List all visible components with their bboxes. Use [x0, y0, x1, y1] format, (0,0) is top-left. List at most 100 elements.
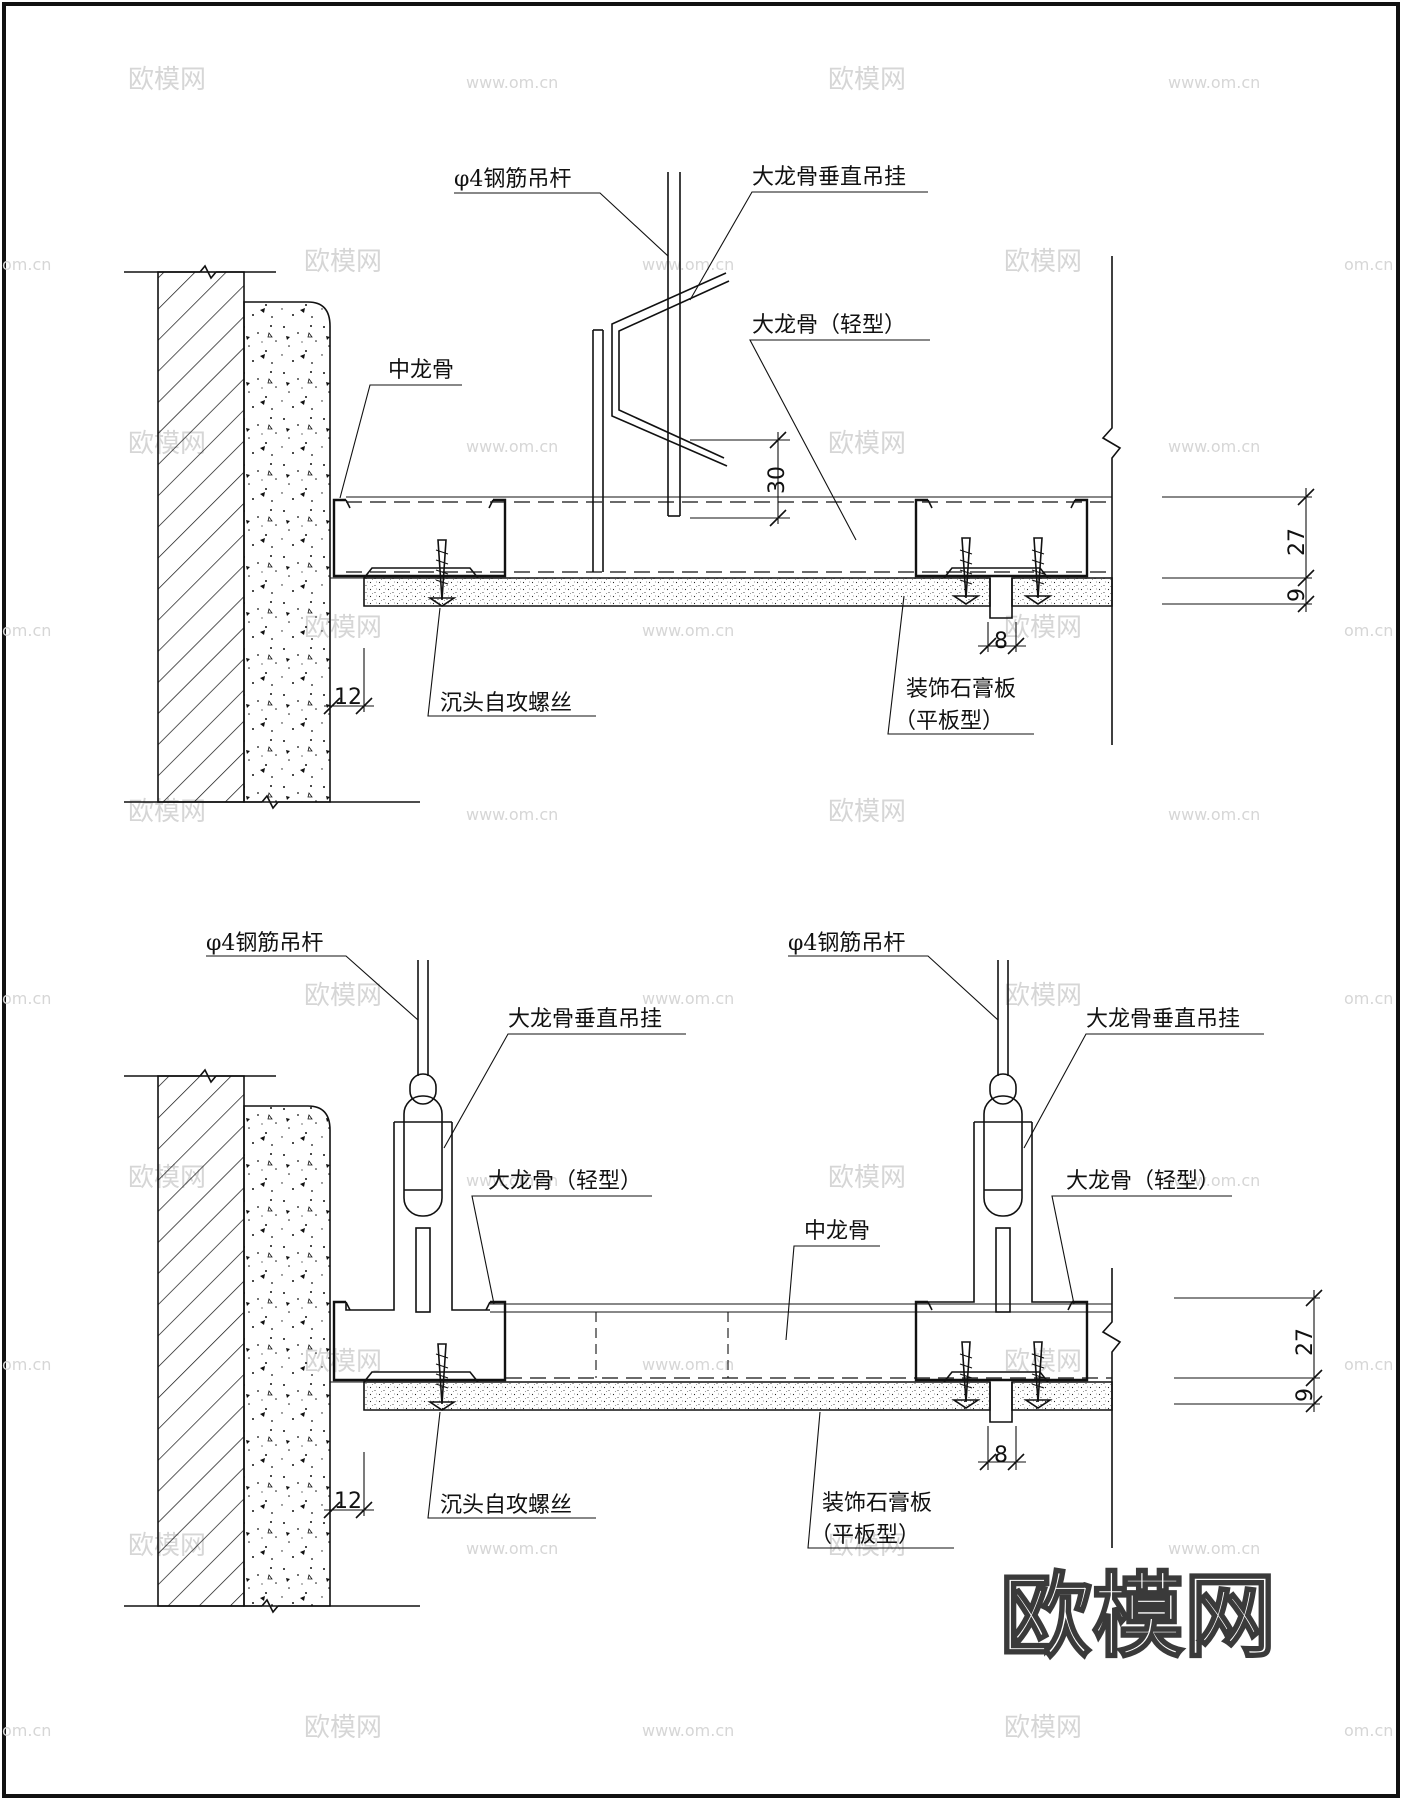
main-keel-left-2: [332, 1300, 507, 1382]
watermark-logo: 欧模网: [828, 1531, 906, 1561]
dimension-12: [323, 648, 374, 715]
leader-mid-keel: [339, 384, 462, 499]
steel-rod: [667, 172, 681, 517]
leader-hanger: [689, 191, 928, 301]
watermark-logo: 欧模网: [828, 429, 906, 459]
screw-3: [1023, 537, 1053, 605]
watermark-url: om.cn: [2, 989, 51, 1008]
screw-6: [1023, 1341, 1053, 1409]
watermark-url: www.om.cn: [466, 1171, 558, 1190]
label-hanger: 大龙骨垂直吊挂: [752, 165, 906, 190]
watermark-url: www.om.cn: [466, 437, 558, 456]
leader-main-keel-2a: [471, 1195, 652, 1305]
watermark-url: om.cn: [2, 1355, 51, 1374]
watermark-logo: 欧模网: [304, 1713, 382, 1743]
watermark-logo: 欧模网: [828, 1163, 906, 1193]
watermark-logo: 欧模网: [304, 247, 382, 277]
label-board-2b: （平板型）: [810, 1523, 920, 1548]
dim-12-2: 12: [334, 1489, 362, 1514]
gypsum-board-2: [330, 1381, 1113, 1423]
label-screw: 沉头自攻螺丝: [440, 691, 572, 716]
watermark-big-logo: 欧模网: [1000, 1563, 1276, 1670]
watermark-logo: 欧模网: [828, 797, 906, 827]
watermark-url: www.om.cn: [466, 1539, 558, 1558]
label-hanger-2a: 大龙骨垂直吊挂: [508, 1007, 662, 1032]
label-main-keel: 大龙骨（轻型）: [752, 313, 906, 338]
dim-27-2: 27: [1293, 1328, 1318, 1356]
wall-section: [124, 264, 420, 810]
dim-9-2: 9: [1293, 1388, 1318, 1402]
leader-rod: [454, 192, 669, 257]
label-hanger-2b: 大龙骨垂直吊挂: [1086, 1007, 1240, 1032]
label-mid-keel-2: 中龙骨: [804, 1219, 870, 1244]
wall-section-2: [124, 1068, 420, 1614]
leader-board-2: [807, 1411, 954, 1549]
watermark-logo: 欧模网: [828, 65, 906, 95]
leader-rod-2b: [788, 955, 999, 1021]
keel-band-2: [490, 1303, 1112, 1379]
watermark-url: www.om.cn: [642, 1721, 734, 1740]
rod-hanger-left: [345, 960, 490, 1313]
watermark-url: www.om.cn: [642, 1355, 734, 1374]
dim-9: 9: [1285, 588, 1310, 602]
mid-keel-left: [332, 498, 507, 578]
leader-mid-keel-2: [785, 1245, 880, 1341]
watermark-url: www.om.cn: [1168, 437, 1260, 456]
dim-30: 30: [765, 466, 790, 494]
watermark-url: www.om.cn: [1168, 1171, 1260, 1190]
watermark-url: om.cn: [1344, 621, 1393, 640]
watermark-url: www.om.cn: [1168, 73, 1260, 92]
dimension-right-bottom: [1174, 1289, 1323, 1413]
right-break-line: [1101, 256, 1122, 745]
leader-hanger-2a: [443, 1033, 686, 1149]
label-board-2: （平板型）: [894, 709, 1004, 734]
label-rod-2b: φ4钢筋吊杆: [788, 931, 905, 956]
label-mid-keel: 中龙骨: [388, 358, 454, 383]
dimension-right-top: [1162, 488, 1315, 613]
screw-4: [427, 1343, 457, 1411]
dimension-30: [690, 431, 790, 527]
main-keel-right-2: [914, 1300, 1089, 1382]
mid-keel-right: [914, 498, 1089, 578]
watermark-url: om.cn: [1344, 255, 1393, 274]
vertical-hanger: [592, 272, 730, 572]
watermark-url: www.om.cn: [1168, 805, 1260, 824]
main-keel: [346, 496, 1112, 573]
label-main-keel-2a: 大龙骨（轻型）: [488, 1169, 642, 1194]
watermark-url: om.cn: [2, 621, 51, 640]
watermark-url: www.om.cn: [466, 73, 558, 92]
watermark-url: www.om.cn: [466, 805, 558, 824]
screw-1: [427, 539, 457, 607]
label-board-1: 装饰石膏板: [906, 677, 1016, 702]
dim-27: 27: [1285, 528, 1310, 556]
watermark-url: om.cn: [1344, 1355, 1393, 1374]
watermark-logo: 欧模网: [304, 981, 382, 1011]
watermark-url: www.om.cn: [642, 255, 734, 274]
watermark-url: om.cn: [1344, 1721, 1393, 1740]
label-main-keel-2b: 大龙骨（轻型）: [1066, 1169, 1220, 1194]
leader-rod-2a: [206, 955, 419, 1021]
leader-screw-2: [427, 1411, 596, 1519]
label-rod: φ4钢筋吊杆: [454, 167, 571, 192]
watermark-logo: 欧模网: [1004, 981, 1082, 1011]
watermark-url: om.cn: [2, 1721, 51, 1740]
detail-top: φ4钢筋吊杆 大龙骨垂直吊挂 大龙骨（轻型） 中龙骨 沉头自攻螺丝 装饰石膏板 …: [124, 165, 1315, 810]
leader-hanger-2b: [1023, 1033, 1264, 1149]
label-rod-2a: φ4钢筋吊杆: [206, 931, 323, 956]
dim-12: 12: [334, 685, 362, 710]
watermark-url: om.cn: [1344, 989, 1393, 1008]
screw-2: [951, 537, 981, 605]
watermark-logo: 欧模网: [1004, 613, 1082, 643]
leader-board: [887, 595, 1034, 735]
detail-bottom: φ4钢筋吊杆 大龙骨垂直吊挂 大龙骨（轻型） φ4钢筋吊杆 大龙骨垂直吊挂 大龙…: [124, 931, 1323, 1614]
watermark-url: om.cn: [2, 255, 51, 274]
label-screw-2: 沉头自攻螺丝: [440, 1493, 572, 1518]
screw-5: [951, 1341, 981, 1409]
dim-8-2: 8: [994, 1443, 1008, 1468]
watermark-url: www.om.cn: [1168, 1539, 1260, 1558]
dim-8: 8: [994, 629, 1008, 654]
leader-main-keel: [749, 339, 930, 541]
watermark-logo: 欧模网: [128, 65, 206, 95]
